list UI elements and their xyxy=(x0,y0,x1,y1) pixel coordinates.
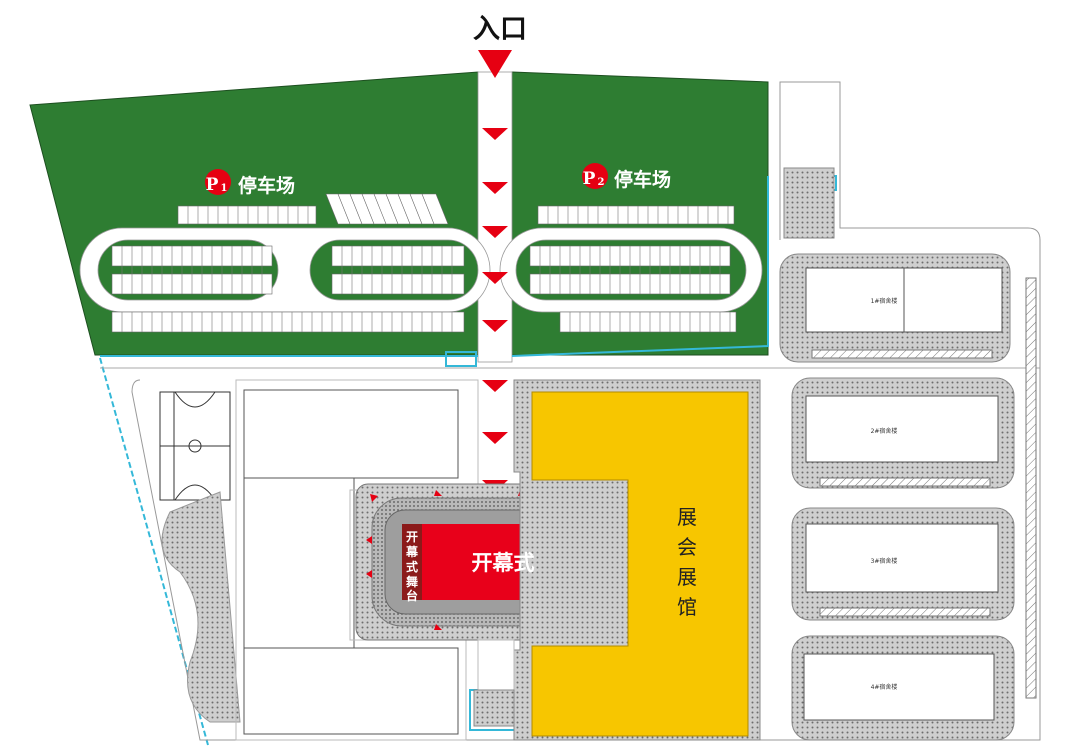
stage-char: 台 xyxy=(406,588,418,603)
stage-char: 舞 xyxy=(405,574,418,589)
parking-badge-p1 xyxy=(205,169,231,195)
exhibition-hall xyxy=(513,379,761,741)
hall-char: 展 xyxy=(677,505,697,529)
hall-char: 馆 xyxy=(677,595,697,619)
hall-label: 展 会 展 馆 xyxy=(677,505,697,619)
campus-outline xyxy=(131,81,1041,741)
parking-badge-number: 2 xyxy=(598,177,605,188)
stage-char: 幕 xyxy=(405,544,419,559)
entrance-label: 入口 xyxy=(473,14,527,45)
left-buildings xyxy=(243,389,459,735)
south-road xyxy=(477,639,515,693)
dormitory-zone xyxy=(779,167,1037,741)
south-gate xyxy=(473,689,515,727)
parking-label-text: 停车场 xyxy=(614,168,671,191)
slanted-parking xyxy=(325,193,449,225)
dorm-label-1: 1#宿舍楼 xyxy=(871,297,898,305)
parking-label-p1: P 1 停车场 xyxy=(205,169,295,197)
basketball-court xyxy=(159,391,231,501)
parking-badge-letter: P xyxy=(583,169,596,189)
hall-char: 展 xyxy=(677,565,697,589)
parking-label-text: 停车场 xyxy=(238,174,295,197)
dorm-label-2: 2#宿舍楼 xyxy=(871,427,898,435)
dorm-label-3: 3#宿舍楼 xyxy=(871,557,898,565)
ceremony-label: 开幕式 xyxy=(472,551,535,575)
parking-badge-number: 1 xyxy=(221,183,228,194)
parking-badge-letter: P xyxy=(206,175,219,195)
parking-zone xyxy=(29,71,769,363)
stage-area xyxy=(402,524,422,600)
entrance-road xyxy=(477,71,513,363)
hall-char: 会 xyxy=(677,535,697,559)
stage-label: 开 幕 式 舞 台 xyxy=(405,530,419,603)
parking-label-p2: P 2 停车场 xyxy=(582,163,671,191)
parking-badge-p2 xyxy=(582,163,608,189)
stage-char: 式 xyxy=(406,559,418,574)
garden-area xyxy=(161,491,241,723)
stage-char: 开 xyxy=(406,530,418,544)
dorm-label-4: 4#宿舍楼 xyxy=(871,683,898,691)
